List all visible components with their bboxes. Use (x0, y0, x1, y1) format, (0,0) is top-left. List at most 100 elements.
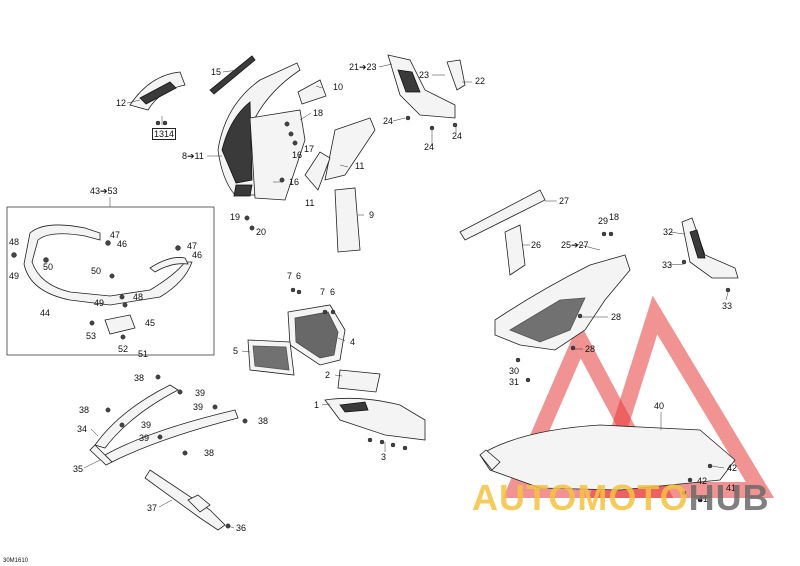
panel-26 (504, 224, 526, 276)
callout-16-lower: 16 (289, 177, 300, 187)
bracket-45 (104, 314, 136, 335)
callout-6-left: 6 (296, 271, 302, 281)
callout-41-left: 41 (698, 494, 709, 504)
callout-29: 29 (598, 216, 609, 226)
cover-2 (337, 369, 381, 393)
callout-19: 19 (230, 212, 241, 222)
callout-42-upper: 42 (727, 463, 738, 473)
callout-35: 35 (73, 464, 84, 474)
callout-52: 52 (118, 344, 129, 354)
bracket-21-23 (387, 54, 456, 119)
callout-30: 30 (509, 366, 520, 376)
callout-11-lower: 11 (305, 198, 315, 208)
callout-47-left: 47 (110, 230, 121, 240)
watermark-word-hub: HUB (688, 477, 770, 518)
callout-39-a: 39 (195, 388, 206, 398)
side-panel-25-27 (494, 254, 631, 351)
callout-27: 27 (559, 196, 570, 206)
callout-36: 36 (236, 523, 247, 533)
callout-12: 12 (116, 98, 127, 108)
reference-code: 30M1610 (3, 558, 29, 564)
bracket-32 (681, 217, 739, 279)
callout-34: 34 (77, 424, 88, 434)
rail-34 (89, 384, 239, 466)
bracket-12 (129, 71, 186, 111)
panel-10 (297, 79, 327, 105)
callout-39-c: 39 (141, 420, 152, 430)
callout-37: 37 (147, 503, 158, 513)
callout-24-left: 24 (383, 116, 394, 126)
callout-22: 22 (475, 76, 486, 86)
callout-18-right: 18 (609, 212, 620, 222)
skid-plate-40 (479, 424, 736, 491)
callout-26: 26 (531, 240, 542, 250)
callout-18-left: 18 (313, 108, 324, 118)
clip-22 (446, 59, 466, 91)
callout-41-right: 41 (726, 483, 737, 493)
grille-4 (287, 304, 346, 366)
callout-24-right: 24 (452, 131, 463, 141)
trim-27 (459, 189, 546, 241)
callout-49-right: 49 (94, 298, 105, 308)
callout-7-left: 7 (287, 271, 293, 281)
callout-21-23: 21➔23 (349, 62, 377, 72)
callout-45: 45 (145, 318, 156, 328)
watermark-triangle-right (589, 295, 775, 498)
callout-31: 31 (509, 377, 520, 387)
panel-11-lower (304, 151, 331, 191)
callout-10: 10 (333, 82, 344, 92)
callout-48-lower: 48 (133, 292, 144, 302)
callout-49-left: 49 (9, 271, 20, 281)
callout-39-b: 39 (193, 402, 204, 412)
callout-43-53: 43➔53 (90, 186, 118, 196)
skid-plate-1 (324, 397, 426, 441)
callout-23: 23 (419, 70, 430, 80)
callout-8-11: 8➔11 (182, 151, 204, 161)
callout-44: 44 (40, 308, 51, 318)
callout-32: 32 (663, 227, 674, 237)
callout-38-a: 38 (134, 373, 145, 383)
callout-51: 51 (138, 349, 149, 359)
callout-16-upper: 16 (292, 150, 303, 160)
grille-5 (247, 339, 295, 376)
callout-9: 9 (369, 210, 375, 220)
strip-15 (209, 55, 256, 95)
callout-33-right: 33 (722, 301, 733, 311)
callout-5: 5 (233, 346, 239, 356)
callout-3: 3 (381, 452, 387, 462)
callout-39-d: 39 (139, 433, 150, 443)
callout-40: 40 (654, 401, 665, 411)
callout-50-left: 50 (43, 262, 54, 272)
callout-46-left: 46 (117, 239, 128, 249)
callout-17: 17 (304, 144, 315, 154)
bumper-bar-44 (23, 224, 193, 306)
watermark-logo (502, 295, 775, 498)
callout-28-upper: 28 (611, 312, 622, 322)
callout-25-27: 25➔27 (561, 240, 589, 250)
callout-2: 2 (325, 370, 331, 380)
callout-50-right: 50 (91, 266, 102, 276)
callout-47-right: 47 (187, 241, 198, 251)
panel-9 (334, 187, 361, 253)
callout-15: 15 (211, 67, 222, 77)
callout-48-upper: 48 (9, 237, 20, 247)
callout-38-d: 38 (204, 448, 215, 458)
callout-53: 53 (86, 331, 97, 341)
callout-46-right: 46 (192, 250, 203, 260)
callout-1: 1 (314, 400, 320, 410)
callout-24-middle: 24 (424, 142, 435, 152)
panel-11-upper (324, 117, 376, 181)
callout-6-right: 6 (330, 287, 336, 297)
callout-38-c: 38 (258, 416, 269, 426)
callout-7-right: 7 (320, 287, 326, 297)
watermark-word-automoto: AUTOMOTO (472, 477, 689, 518)
callout-4: 4 (350, 337, 356, 347)
watermark-wordmark: AUTOMOTOHUB (472, 478, 770, 518)
callout-38-b: 38 (79, 405, 90, 415)
arm-37 (144, 469, 226, 531)
callout-13-14: 1314 (152, 128, 177, 140)
callout-11-upper: 11 (355, 161, 365, 171)
callout-42-lower: 42 (697, 476, 708, 486)
